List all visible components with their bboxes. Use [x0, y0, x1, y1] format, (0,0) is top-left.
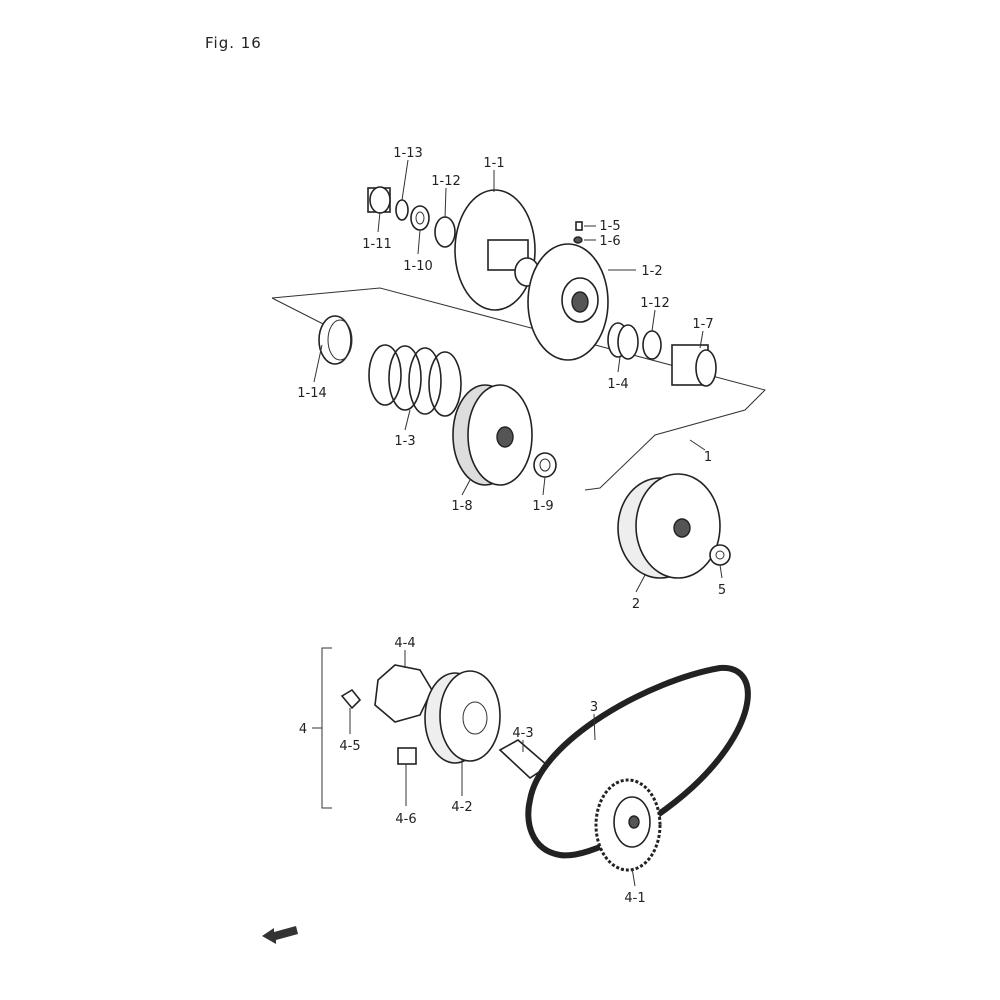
- part-3-drive-belt: [525, 664, 751, 859]
- leader-lines: [313, 159, 723, 887]
- figure-title: Fig. 16: [205, 34, 262, 52]
- label-1-13: 1-13: [393, 146, 423, 161]
- leader-1: [689, 439, 706, 451]
- part-1-2-movable-sheave: [527, 243, 609, 361]
- part-1-5-pin: [575, 221, 583, 231]
- label-4-1: 4-1: [624, 891, 645, 906]
- part-1-11-bearing: [367, 186, 391, 214]
- part-1-14-seal: [318, 315, 353, 365]
- label-2: 2: [632, 597, 640, 612]
- label-1-7: 1-7: [692, 317, 713, 332]
- label-4-5: 4-5: [339, 739, 360, 754]
- part-1-12-oring: [434, 216, 456, 248]
- label-1-14: 1-14: [297, 386, 327, 401]
- label-4-2: 4-2: [451, 800, 472, 815]
- callout-labels: 1-13 1-12 1-1 1-11 1-10 1-5 1-6 1-2 1-12…: [297, 146, 726, 906]
- label-1-1: 1-1: [483, 156, 504, 171]
- label-1-8: 1-8: [451, 499, 472, 514]
- label-1-2: 1-2: [641, 264, 662, 279]
- label-1-5: 1-5: [599, 219, 620, 234]
- part-1-7-guide: [671, 344, 717, 387]
- label-1-12-b: 1-12: [640, 296, 670, 311]
- label-3: 3: [590, 700, 598, 715]
- label-1-10: 1-10: [403, 259, 433, 274]
- label-1-12: 1-12: [431, 174, 461, 189]
- part-1-4-oring: [607, 322, 639, 360]
- part-1-9-nut: [533, 452, 557, 478]
- label-1-3: 1-3: [394, 434, 415, 449]
- part-2-clutch-bell: [617, 473, 721, 579]
- part-1-6-washer: [573, 236, 583, 244]
- label-1-6: 1-6: [599, 234, 620, 249]
- part-1-10-seal: [410, 205, 430, 231]
- part-4-2-movable-drive: [424, 670, 501, 764]
- part-1-12-oring-b: [642, 330, 662, 360]
- label-4-4: 4-4: [394, 636, 415, 651]
- label-1-9: 1-9: [532, 499, 553, 514]
- group-1-bracket: [271, 287, 766, 491]
- group-4-bracket: [321, 647, 332, 809]
- part-4-5-slider: [340, 688, 362, 710]
- part-4-4-ramp-plate: [374, 664, 433, 723]
- label-4-6: 4-6: [395, 812, 416, 827]
- label-1: 1: [704, 450, 712, 465]
- part-1-13-clip: [395, 199, 409, 221]
- part-4-1-fan-drive-face: [594, 778, 662, 872]
- part-1-1-fixed-sheave: [454, 189, 540, 311]
- part-1-8-clutch-shoe: [452, 384, 533, 486]
- arrow-left-icon: [262, 926, 298, 944]
- part-4-6-collar: [397, 747, 417, 765]
- label-1-4: 1-4: [607, 377, 628, 392]
- label-4-3: 4-3: [512, 726, 533, 741]
- label-4: 4: [299, 722, 307, 737]
- label-1-11: 1-11: [362, 237, 392, 252]
- part-5-nut: [709, 544, 731, 566]
- part-1-3-spring: [368, 344, 462, 417]
- label-5: 5: [718, 583, 726, 598]
